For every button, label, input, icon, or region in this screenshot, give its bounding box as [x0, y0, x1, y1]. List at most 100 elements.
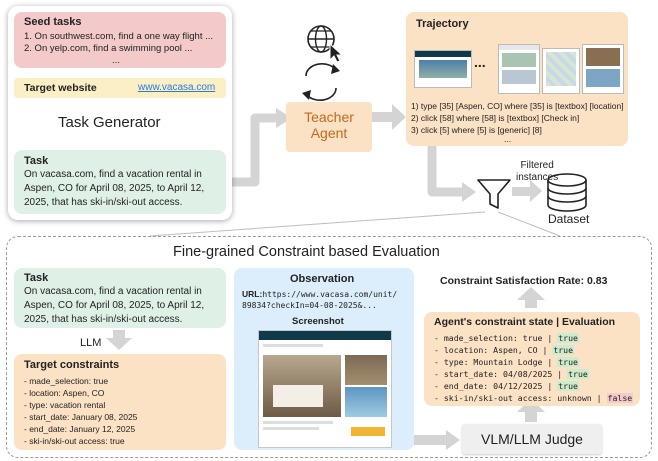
arrow-state-up [525, 298, 537, 308]
refresh-icon [305, 63, 337, 101]
judge-label: VLM/LLM Judge [481, 431, 583, 447]
agent-state-result-4: true [567, 369, 589, 379]
screenshot-label: Screenshot [292, 316, 344, 327]
filtered-instances-label: Filtered instances [516, 160, 558, 184]
observation-url-part1: https://www.vacasa.com/unit/ [262, 290, 398, 299]
screenshot-image [258, 330, 392, 448]
agent-state-item-1: - made_selection: true | true [434, 332, 579, 345]
seed-task-line-1: 1. On southwest.com, find a one way flig… [24, 31, 214, 42]
agent-state-text-5: - end_date: 04/12/2025 | [434, 381, 558, 391]
target-constraint-1: - made_selection: true [24, 376, 109, 386]
arrow-state-up-head [517, 287, 545, 300]
agent-state-item-2: - location: Aspen, CO | true [434, 344, 575, 357]
agent-state-result-1: true [557, 333, 579, 343]
agent-state-result-6: false [606, 393, 634, 403]
agent-state-text-1: - made_selection: true | [434, 333, 558, 343]
arrow-task-to-teacher-head [276, 108, 292, 128]
teacher-agent-box: Teacher Agent [286, 102, 372, 152]
funnel-zoom-line-right [497, 211, 561, 237]
trajectory-step-3: 3) click [5] where [5] is [generic] [8] [411, 125, 542, 135]
evaluation-title: Fine-grained Constraint based Evaluation [173, 244, 440, 260]
trajectory-thumbnail-4 [582, 44, 624, 94]
agent-state-title: Agent's constraint state | Evaluation [434, 316, 616, 328]
eval-task-line-1: On vacasa.com, find a vacation rental in [24, 286, 202, 297]
arrow-observation-to-judge-head [446, 430, 460, 450]
agent-state-result-3: true [557, 357, 579, 367]
database-icon [547, 173, 587, 212]
observation-url-line1: URL:https://www.vacasa.com/unit/ [242, 289, 397, 300]
seed-tasks-box: Seed tasks 1. On southwest.com, find a o… [14, 12, 226, 68]
task-generator-label: Task Generator [58, 114, 161, 131]
agent-state-item-3: - type: Mountain Lodge | true [434, 356, 579, 369]
refresh-icon-head-a [331, 64, 340, 74]
observation-url-line2: 89834?checkIn=04-08-2025&... [242, 301, 377, 310]
arrow-filter-to-dataset-head [530, 180, 542, 202]
eval-task-title: Task [24, 272, 49, 284]
target-constraint-6: - ski-in/ski-out access: true [24, 436, 125, 446]
trajectory-step-ellipsis: ... [504, 134, 512, 144]
seed-tasks-title: Seed tasks [24, 16, 82, 28]
target-constraints-title: Target constraints [24, 359, 120, 371]
generated-task-line-3: 2025, that has ski-in/ski-out access. [24, 197, 183, 208]
teacher-agent-label-line1: Teacher [304, 109, 354, 125]
judge-box: VLM/LLM Judge [462, 424, 602, 454]
eval-task-line-3: 2025, that has ski-in/ski-out access. [24, 314, 183, 325]
satisfaction-rate-value: 0.83 [587, 275, 608, 287]
agent-state-result-2: true [552, 345, 575, 355]
satisfaction-rate: Constraint Satisfaction Rate: 0.83 [440, 275, 607, 287]
trajectory-step-2: 2) click [58] where [58] is [textbox] [C… [411, 113, 580, 123]
observation-title: Observation [290, 273, 355, 285]
arrow-judge-up [525, 410, 537, 422]
arrow-llm-down-head [106, 338, 132, 350]
eval-task-box: Task On vacasa.com, find a vacation rent… [14, 268, 226, 328]
target-constraint-3: - type: vacation rental [24, 400, 106, 410]
target-website-box: Target website www.vacasa.com [14, 78, 226, 98]
target-constraint-2: - location: Aspen, CO [24, 388, 105, 398]
generated-task-line-1: On vacasa.com, find a vacation rental in [24, 169, 202, 180]
arrow-trajectory-to-filter [427, 146, 464, 197]
observation-url-label: URL: [242, 289, 263, 299]
filtered-label-line1: Filtered [520, 160, 554, 171]
target-website-link[interactable]: www.vacasa.com [138, 82, 216, 93]
agent-state-text-6: - ski-in/ski-out access: unknown | [434, 393, 607, 403]
teacher-agent-label-line2: Agent [310, 125, 348, 141]
trajectory-box: Trajectory ... 1) type [35] [Aspen, CO] … [406, 12, 628, 146]
agent-state-box: Agent's constraint state | Evaluation - … [424, 312, 640, 406]
agent-state-item-6: - ski-in/ski-out access: unknown | false [434, 392, 634, 405]
target-constraint-4: - start_date: January 08, 2025 [24, 412, 138, 422]
satisfaction-rate-label: Constraint Satisfaction Rate: [440, 275, 585, 287]
generated-task-line-2: Aspen, CO for April 08, 2025, to April 1… [24, 183, 205, 194]
arrow-filter-to-dataset [512, 187, 532, 196]
target-website-label: Target website [24, 82, 97, 94]
arrow-llm-down [113, 330, 125, 340]
trajectory-ellipsis-icon: ... [474, 54, 486, 70]
trajectory-step-1: 1) type [35] [Aspen, CO] where [35] is [… [411, 101, 624, 111]
agent-state-text-2: - location: Aspen, CO | [434, 345, 553, 355]
agent-state-item-5: - end_date: 04/12/2025 | true [434, 380, 579, 393]
observation-box: Observation URL:https://www.vacasa.com/u… [234, 268, 414, 450]
agent-state-result-5: true [557, 381, 579, 391]
llm-label: LLM [80, 337, 102, 349]
arrow-teacher-to-trajectory-head [392, 104, 406, 130]
trajectory-thumbnail-1 [414, 50, 472, 88]
target-constraint-5: - end_date: January 12, 2025 [24, 424, 136, 434]
cursor-icon [329, 42, 344, 63]
seed-task-ellipsis: ... [112, 55, 120, 66]
arrow-task-to-teacher [228, 113, 278, 187]
trajectory-title: Trajectory [416, 18, 469, 30]
trajectory-thumbnail-3 [542, 48, 580, 94]
generated-task-box: Task On vacasa.com, find a vacation rent… [14, 150, 226, 214]
agent-state-text-4: - start_date: 04/08/2025 | [434, 369, 568, 379]
dataset-label: Dataset [548, 212, 590, 226]
globe-icon [307, 25, 335, 53]
funnel-zoom-line-left [149, 211, 486, 237]
generated-task-title: Task [24, 155, 49, 167]
seed-task-line-2: 2. On yelp.com, find a swimming pool ... [24, 43, 193, 54]
filtered-label-line2: instances [516, 172, 559, 183]
agent-state-item-4: - start_date: 04/08/2025 | true [434, 368, 589, 381]
evaluation-panel [6, 236, 652, 458]
filter-icon [477, 179, 511, 209]
eval-task-line-2: Aspen, CO for April 08, 2025, to April 1… [24, 300, 205, 311]
target-constraints-box: Target constraints - made_selection: tru… [14, 354, 226, 450]
refresh-icon-head-b [302, 90, 311, 100]
